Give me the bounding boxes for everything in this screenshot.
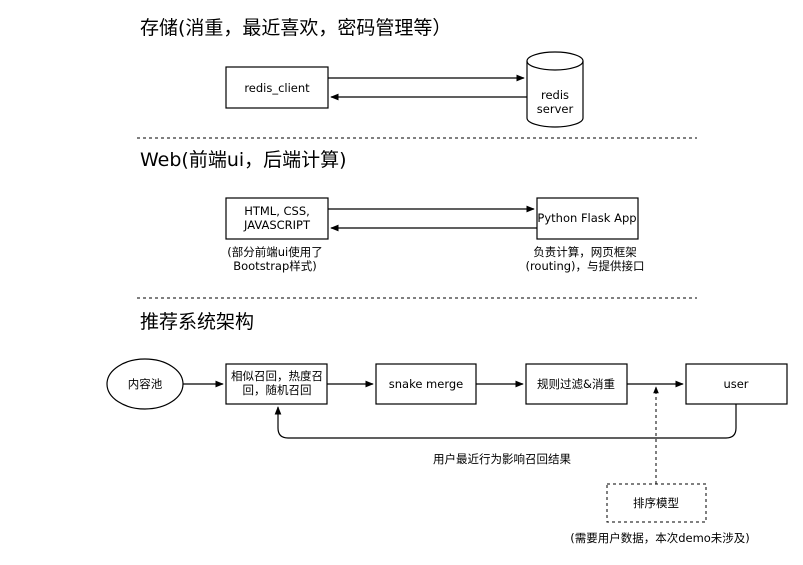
feedback-loop-arrow — [274, 404, 737, 439]
web-section-title: Web(前端ui，后端计算) — [140, 149, 347, 171]
frontend-note-line1: (部分前端ui使用了 — [227, 245, 322, 259]
recall-label-line2: 回，随机召回 — [243, 383, 312, 397]
backend-note-line1: 负责计算，网页框架 — [533, 245, 637, 259]
redis-server-label-line2: server — [537, 102, 574, 116]
content-pool-label: 内容池 — [128, 377, 163, 391]
filter-box — [525, 363, 628, 405]
snake-merge-label: snake merge — [389, 377, 464, 391]
backend-note-line2: (routing)，与提供接口 — [525, 259, 644, 273]
rec-section-title: 推荐系统架构 — [140, 311, 254, 333]
ranking-note: (需要用户数据，本次demo未涉及) — [570, 531, 750, 545]
ranking-model-label: 排序模型 — [633, 496, 679, 510]
filter-label: 规则过滤&消重 — [537, 377, 615, 391]
recall-label-line1: 相似召回，热度召 — [231, 369, 323, 383]
frontend-note-line2: Bootstrap样式) — [233, 259, 317, 273]
storage-section-title: 存储(消重，最近喜欢，密码管理等） — [140, 17, 451, 39]
redis-client-label: redis_client — [244, 81, 310, 95]
redis-server-label-line1: redis — [541, 88, 569, 102]
frontend-label-line2: JAVASCRIPT — [243, 218, 311, 232]
recall-box — [225, 363, 328, 405]
backend-label: Python Flask App — [537, 211, 636, 225]
redis-server-cylinder — [526, 51, 584, 128]
backend-box — [536, 197, 639, 240]
frontend-box — [225, 197, 329, 240]
feedback-label: 用户最近行为影响召回结果 — [433, 452, 571, 466]
redis-client-box — [225, 66, 329, 109]
user-label: user — [723, 377, 748, 391]
snake-merge-box — [375, 363, 477, 405]
frontend-label-line1: HTML, CSS, — [244, 204, 310, 218]
